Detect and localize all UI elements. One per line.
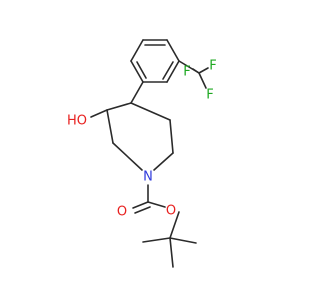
hydroxyl-label: HO [67, 114, 87, 129]
bond-ester-o-tbu [169, 211, 180, 239]
bond-cf3-f-top-right [198, 67, 209, 74]
bond-benzene-3 [166, 60, 180, 83]
bond-benzene-3-inner [162, 61, 174, 80]
fluorine-top-right-label: F [209, 59, 216, 74]
bond-piperidine-c4-c3 [106, 102, 132, 111]
bond-benzene-2 [166, 39, 180, 62]
fluorine-right-label: F [206, 88, 213, 103]
bond-carbonyl-double-b [134, 206, 151, 214]
bond-aryl-piperidine [130, 81, 144, 104]
bond-lines [90, 39, 209, 268]
bond-carbonyl-ester-o [147, 201, 166, 208]
carbonyl-oxygen-label: O [117, 205, 127, 220]
bond-piperidine-c6-c5 [169, 119, 174, 154]
molecule-structure: F F F HO N O O [67, 39, 217, 268]
bond-piperidine-c2-n1 [112, 142, 143, 171]
bond-tbu-methyl-right [169, 237, 197, 244]
bond-benzene-5-inner [136, 61, 147, 79]
bond-piperidine-n1-c6 [153, 152, 174, 171]
bond-cf3-f-top-left [192, 68, 200, 74]
ring-nitrogen-label: N [143, 170, 153, 185]
ester-oxygen-label: O [166, 204, 176, 219]
bond-tbu-methyl-bottom [169, 237, 174, 268]
fluorine-top-left-label: F [183, 65, 190, 80]
bond-tbu-methyl-left [142, 237, 171, 243]
bond-benzene-5 [130, 60, 144, 83]
bond-benzene-6 [130, 39, 144, 62]
bond-cf3-f-right [198, 72, 207, 89]
bond-piperidine-c3-c2 [106, 109, 114, 144]
bond-c3-hydroxyl [90, 109, 108, 118]
bond-carbonyl-double-a [132, 201, 149, 209]
bond-piperidine-c5-c4 [130, 102, 171, 121]
